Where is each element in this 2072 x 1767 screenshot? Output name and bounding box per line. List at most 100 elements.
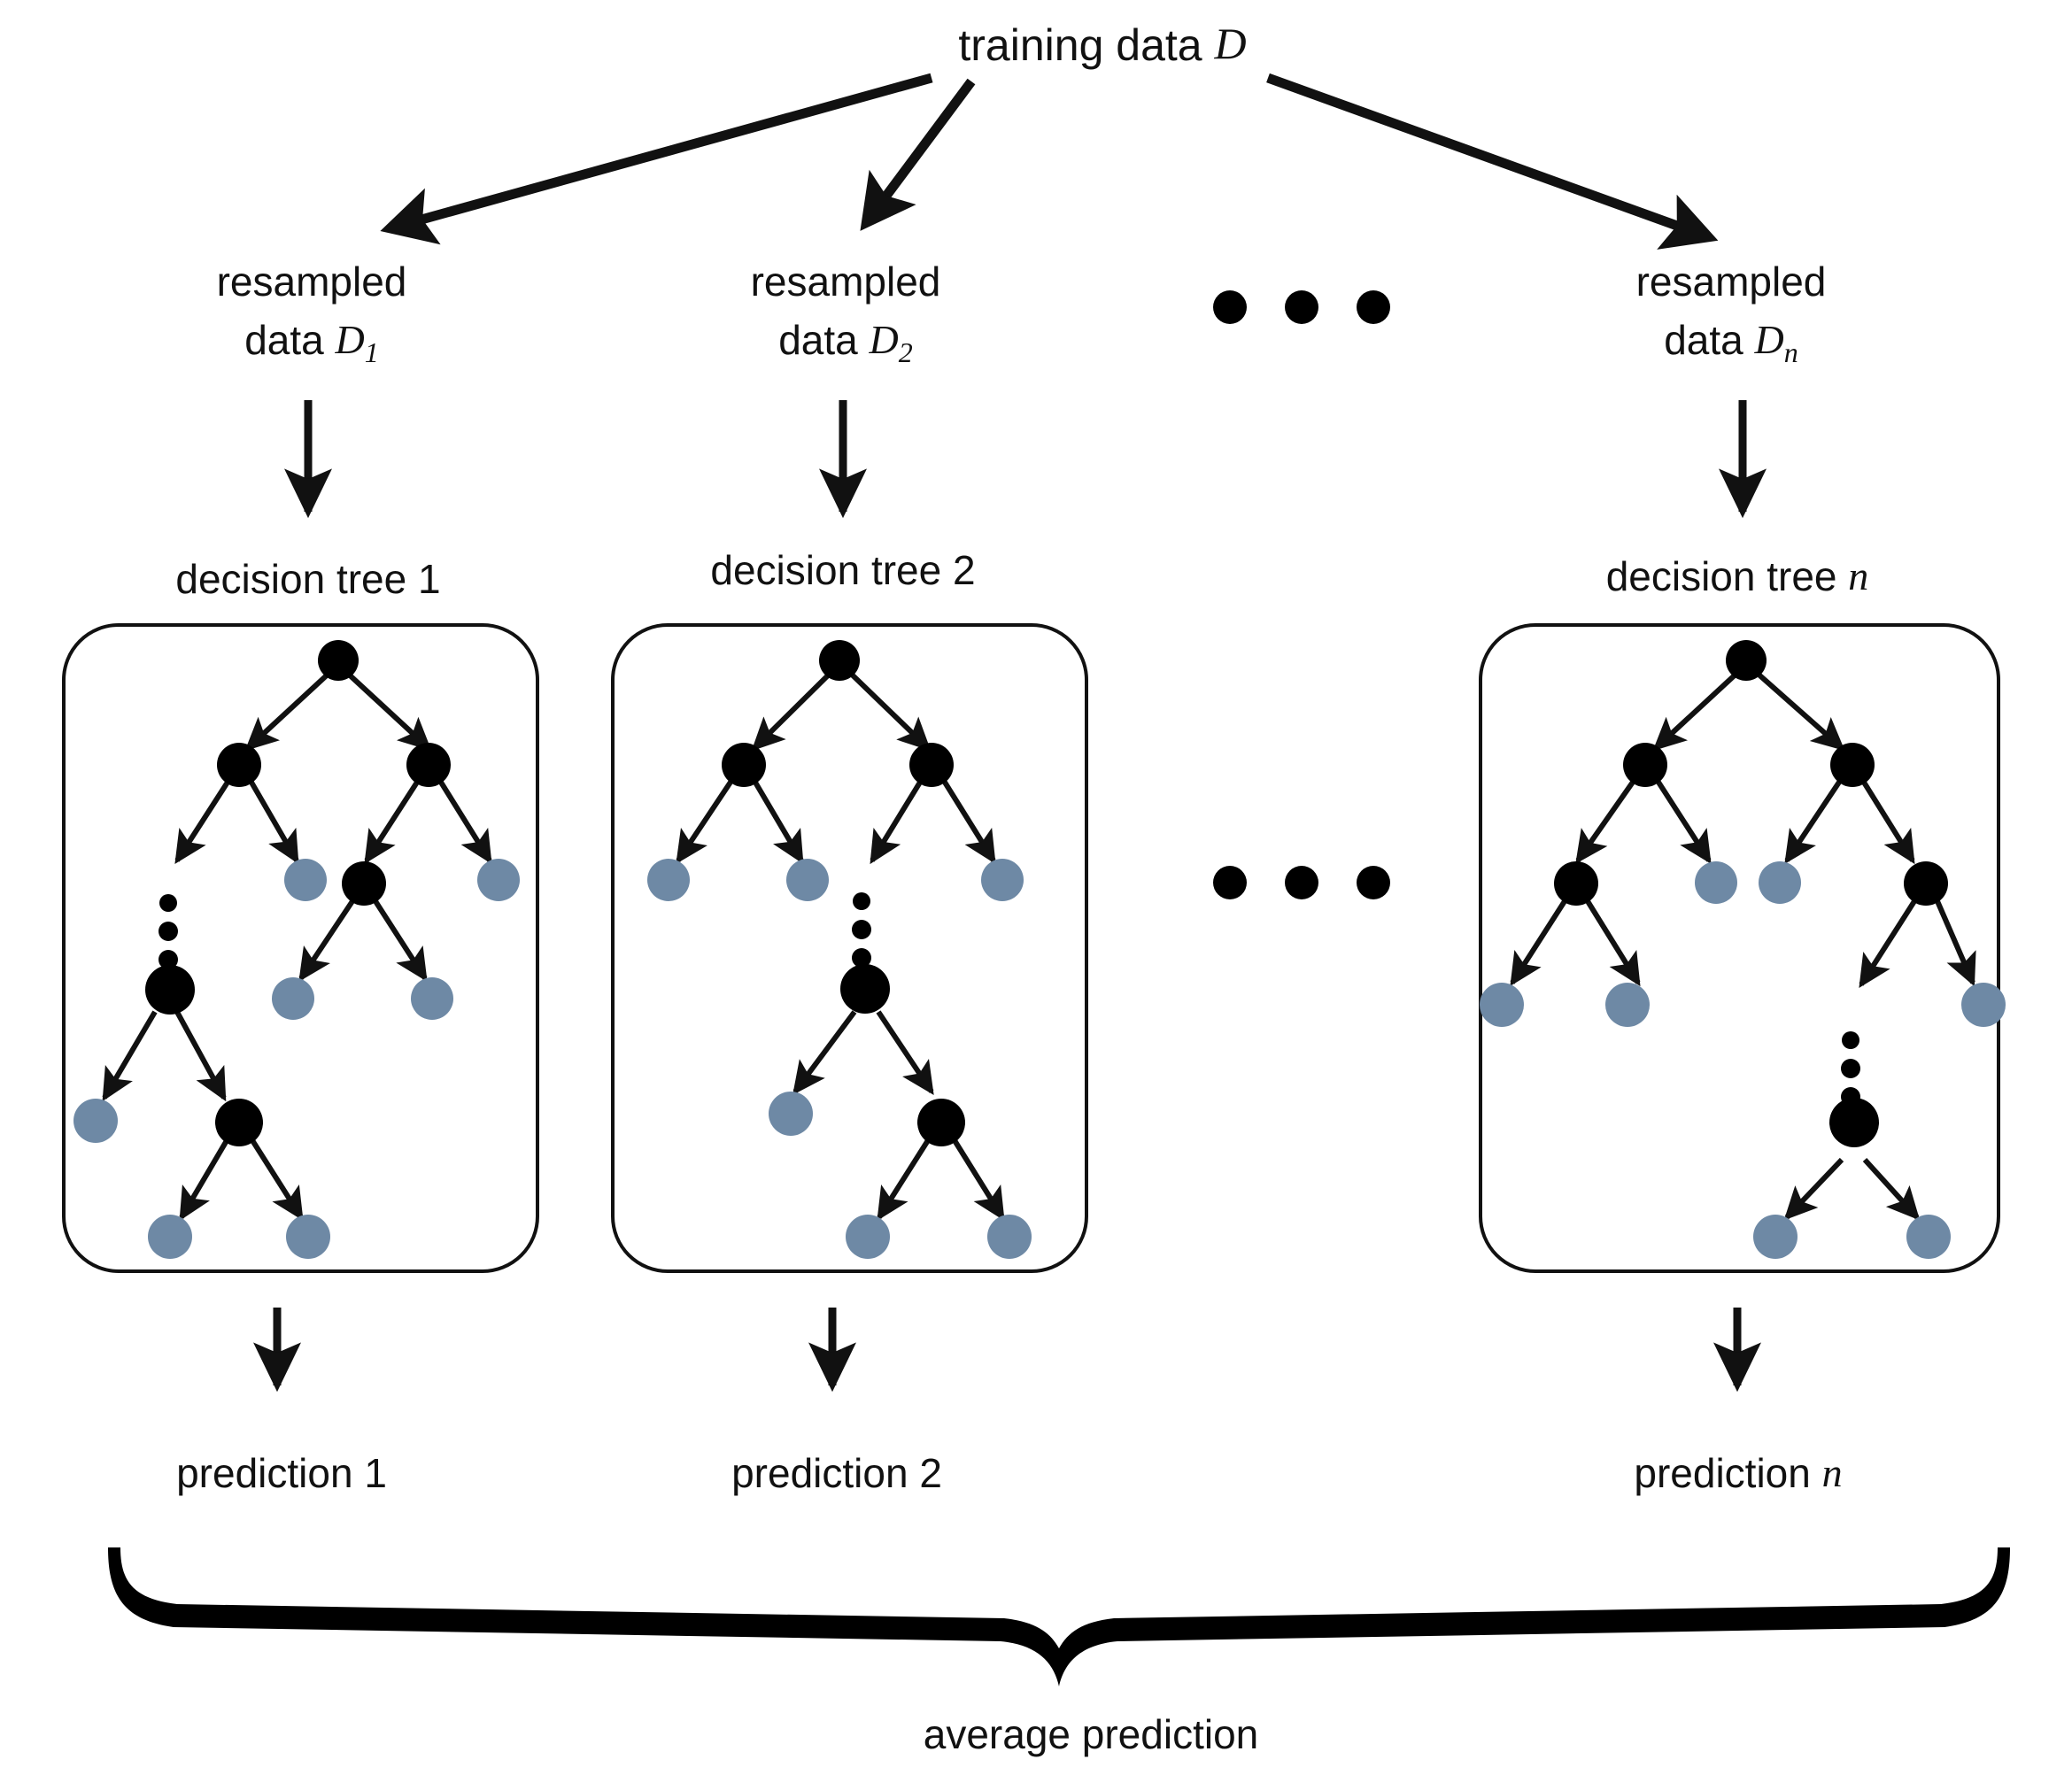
mid-horizontal-ellipsis-icon bbox=[1213, 866, 1390, 899]
tree-n-internal-node bbox=[1904, 861, 1948, 906]
resampled-n-line1: resampled bbox=[1636, 258, 1827, 305]
tree-2-internal-node bbox=[917, 1099, 965, 1146]
resampled-1-subscript: 1 bbox=[365, 336, 379, 368]
resampled-2-line2: data bbox=[778, 317, 858, 363]
tree-2-nodes bbox=[647, 640, 1032, 1259]
tree-1-leaf-node bbox=[73, 1099, 118, 1143]
svg-text:data D2: data D2 bbox=[778, 317, 913, 369]
tree-2-internal-node bbox=[722, 743, 766, 787]
resampled-n-subscript: n bbox=[1784, 336, 1798, 368]
title-symbol: D bbox=[1214, 19, 1247, 68]
tree-1-leaf-node bbox=[286, 1215, 330, 1259]
tree-n-internal-node bbox=[1829, 1098, 1879, 1147]
tree-2-internal-node bbox=[840, 964, 890, 1014]
tree-n-internal-node bbox=[1623, 743, 1667, 787]
average-prediction-text: average prediction bbox=[924, 1711, 1258, 1757]
tree-box-n bbox=[1479, 623, 2000, 1273]
tree-1-nodes bbox=[73, 640, 520, 1259]
arrow-to-dn bbox=[1266, 73, 1719, 250]
tree-2-leaf-node bbox=[987, 1215, 1032, 1259]
resampled-data-n: resampled data Dn bbox=[1636, 258, 1827, 368]
tree-1-label-index: 1 bbox=[418, 556, 441, 602]
tree-n-vertical-ellipsis-icon bbox=[1841, 1031, 1860, 1107]
tree-n-leaf-node bbox=[1759, 861, 1801, 904]
resampled-2-line1: resampled bbox=[751, 258, 941, 305]
tree-2-edges bbox=[676, 670, 1005, 1222]
prediction-2-text: prediction bbox=[731, 1450, 908, 1496]
resampled-1-line2: data bbox=[244, 317, 324, 363]
top-horizontal-ellipsis-icon bbox=[1213, 290, 1390, 324]
tree-n-internal-node bbox=[1830, 743, 1875, 787]
tree-2-leaf-node bbox=[981, 859, 1024, 901]
svg-text:training data D: training data D bbox=[958, 19, 1246, 70]
footer-label: average prediction bbox=[924, 1711, 1258, 1757]
tree-2-internal-node bbox=[909, 743, 954, 787]
tree-box-1 bbox=[62, 623, 539, 1273]
arrow-to-d1 bbox=[380, 73, 933, 245]
prediction-n-index: n bbox=[1822, 1450, 1843, 1495]
tree-n-leaf-node bbox=[1480, 983, 1524, 1027]
svg-text:prediction 2: prediction 2 bbox=[731, 1450, 942, 1496]
tree-2-label-index: 2 bbox=[953, 547, 976, 593]
svg-text:data Dn: data Dn bbox=[1664, 317, 1798, 369]
tree-1-leaf-node bbox=[477, 859, 520, 901]
tree-n-label-text: decision tree bbox=[1606, 553, 1837, 599]
tree-2-leaf-node bbox=[846, 1215, 890, 1259]
tree-label-1: decision tree 1 bbox=[175, 556, 440, 602]
tree-n-leaf-node bbox=[1961, 983, 2006, 1027]
tree-n-leaf-node bbox=[1753, 1215, 1798, 1259]
split-arrows bbox=[380, 73, 1719, 250]
svg-text:decision tree 2: decision tree 2 bbox=[710, 547, 975, 593]
tree-2-leaf-node bbox=[769, 1092, 813, 1136]
resampled-n-symbol: D bbox=[1754, 317, 1784, 362]
resampled-1-line1: resampled bbox=[217, 258, 407, 305]
svg-text:decision tree n: decision tree n bbox=[1606, 553, 1869, 600]
svg-text:data D1: data D1 bbox=[244, 317, 379, 369]
tree-1-leaf-node bbox=[411, 977, 453, 1020]
aggregation-brace bbox=[108, 1547, 2010, 1686]
tree-1-vertical-ellipsis-icon bbox=[158, 894, 178, 969]
tree-box-2 bbox=[611, 623, 1088, 1273]
tree-2-leaf-node bbox=[647, 859, 690, 901]
prediction-n-text: prediction bbox=[1634, 1450, 1810, 1496]
tree-1-leaf-node bbox=[284, 859, 327, 901]
tree-n-leaf-node bbox=[1906, 1215, 1951, 1259]
tree-2-root-node bbox=[819, 640, 860, 681]
resampled-1-symbol: D bbox=[335, 317, 365, 362]
tree-label-n: decision tree n bbox=[1606, 553, 1869, 600]
tree-1-internal-node bbox=[217, 743, 261, 787]
tree-2-vertical-ellipsis-icon bbox=[852, 892, 871, 968]
tree-n-internal-node bbox=[1554, 861, 1598, 906]
prediction-label-2: prediction 2 bbox=[731, 1450, 942, 1496]
prediction-label-1: prediction 1 bbox=[176, 1450, 387, 1496]
tree-label-2: decision tree 2 bbox=[710, 547, 975, 593]
tree-1-root-node bbox=[318, 640, 359, 681]
tree-n-nodes bbox=[1480, 640, 2006, 1259]
prediction-2-index: 2 bbox=[919, 1450, 942, 1496]
resampled-2-subscript: 2 bbox=[899, 336, 913, 368]
resampled-n-line2: data bbox=[1664, 317, 1743, 363]
svg-text:prediction n: prediction n bbox=[1634, 1450, 1842, 1497]
svg-text:resampled: resampled bbox=[1636, 258, 1827, 305]
tree-1-internal-node bbox=[406, 743, 451, 787]
svg-text:average prediction: average prediction bbox=[924, 1711, 1258, 1757]
tree-n-root-node bbox=[1726, 640, 1767, 681]
prediction-1-index: 1 bbox=[364, 1450, 387, 1496]
arrow-to-d2 bbox=[860, 78, 976, 231]
tree-n-leaf-node bbox=[1605, 983, 1650, 1027]
arrows-to-trees bbox=[284, 400, 1767, 519]
tree-1-leaf-node bbox=[148, 1215, 192, 1259]
tree-2-label-text: decision tree bbox=[710, 547, 941, 593]
svg-text:resampled: resampled bbox=[751, 258, 941, 305]
tree-n-edges bbox=[1510, 670, 1976, 1221]
tree-n-label-index: n bbox=[1848, 553, 1868, 598]
tree-2-leaf-node bbox=[786, 859, 829, 901]
tree-1-label-text: decision tree bbox=[175, 556, 406, 602]
svg-text:prediction 1: prediction 1 bbox=[176, 1450, 387, 1496]
tree-1-leaf-node bbox=[272, 977, 314, 1020]
prediction-label-n: prediction n bbox=[1634, 1450, 1842, 1497]
page-title: training data D bbox=[958, 19, 1246, 70]
svg-text:resampled: resampled bbox=[217, 258, 407, 305]
resampled-2-symbol: D bbox=[869, 317, 899, 362]
